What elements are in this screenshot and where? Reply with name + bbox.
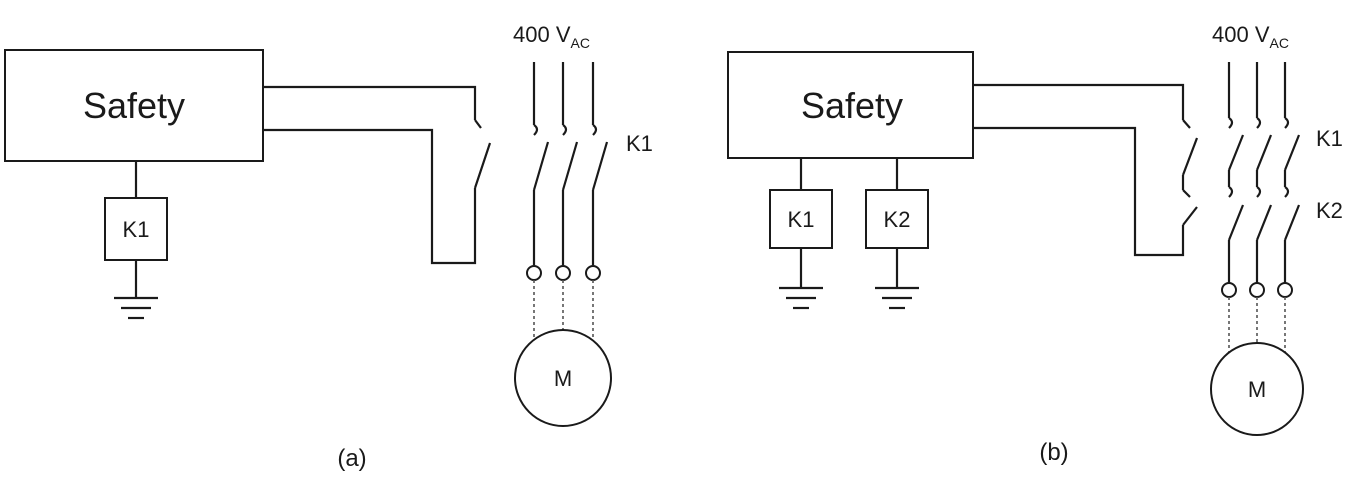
supply-label-a: 400 VAC xyxy=(513,22,590,51)
relay-k1-b-label: K1 xyxy=(788,207,815,232)
main-contacts-k1-a xyxy=(532,62,609,265)
auxiliary-contact-a xyxy=(473,119,492,189)
safety-controller-a-label: Safety xyxy=(83,85,185,126)
feedback-wire-b-bottom xyxy=(973,126,1185,257)
ground-icon xyxy=(114,296,158,320)
ground-icon xyxy=(875,286,919,310)
motor-leads-b xyxy=(1228,297,1286,355)
diagram-a: Safety K1 400 VAC xyxy=(4,22,653,472)
safety-controller-a xyxy=(4,49,264,162)
relay-k1-a-label: K1 xyxy=(123,217,150,242)
diagram-b: Safety K1 K2 400 xyxy=(727,22,1343,466)
feedback-wire-a-top xyxy=(263,85,477,120)
auxiliary-contacts-b xyxy=(1181,119,1199,226)
safety-controller-b-label: Safety xyxy=(801,85,903,126)
motor-a xyxy=(514,329,612,427)
motor-b-label: M xyxy=(1248,377,1266,402)
relay-k1-a xyxy=(104,197,168,261)
contactor-k1-b-label: K1 xyxy=(1316,126,1343,151)
supply-label-b: 400 VAC xyxy=(1212,22,1289,51)
relay-k2-b xyxy=(865,189,929,249)
terminals-b xyxy=(1221,282,1293,298)
caption-a: (a) xyxy=(337,445,366,472)
safety-controller-b xyxy=(727,51,974,159)
main-contacts-b xyxy=(1227,62,1301,283)
relay-k2-b-label: K2 xyxy=(884,207,911,232)
motor-leads-a xyxy=(533,280,594,342)
terminals-a xyxy=(526,265,601,281)
motor-a-label: M xyxy=(554,366,572,391)
contactor-k2-b-label: K2 xyxy=(1316,198,1343,223)
ground-icon xyxy=(779,286,823,310)
feedback-wire-a-bottom xyxy=(263,128,477,265)
contactor-k1-a-label: K1 xyxy=(626,131,653,156)
caption-b: (b) xyxy=(1039,439,1068,466)
feedback-wire-b-top xyxy=(973,83,1185,120)
motor-b xyxy=(1210,342,1304,436)
